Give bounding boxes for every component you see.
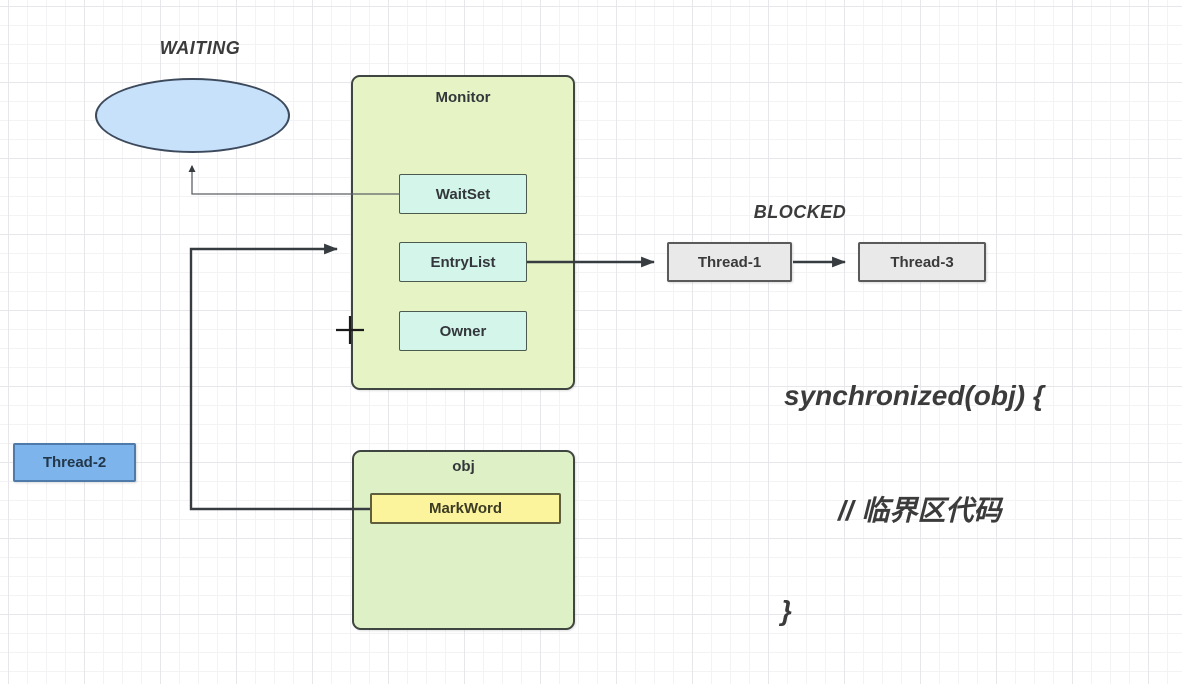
thread-3-node[interactable]: Thread-3 [858, 242, 986, 282]
thread-2-label: Thread-2 [42, 454, 107, 471]
owner-label: Owner [439, 322, 487, 340]
waitset-slot[interactable]: WaitSet [399, 174, 527, 214]
monitor-title: Monitor [435, 89, 491, 106]
thread-1-label: Thread-1 [697, 253, 762, 271]
waiting-state-label: WAITING [159, 38, 241, 58]
code-synchronized-line: synchronized(obj) { [784, 380, 1044, 411]
entrylist-slot[interactable]: EntryList [399, 242, 527, 282]
markword-label: MarkWord [428, 500, 503, 517]
entrylist-label: EntryList [430, 253, 496, 271]
code-closing-brace: } [781, 595, 792, 626]
waitset-label: WaitSet [435, 185, 491, 203]
blocked-state-label: BLOCKED [753, 202, 847, 222]
obj-node[interactable]: obj [352, 450, 575, 630]
owner-slot[interactable]: Owner [399, 311, 527, 351]
markword-field[interactable]: MarkWord [370, 493, 561, 524]
thread-1-node[interactable]: Thread-1 [667, 242, 792, 282]
thread-2-node[interactable]: Thread-2 [13, 443, 136, 482]
code-critical-section-line: // 临界区代码 [838, 495, 1002, 526]
thread-3-label: Thread-3 [890, 253, 954, 271]
obj-title: obj [452, 458, 475, 475]
waiting-state-ellipse[interactable] [95, 78, 290, 153]
arrow-markword-to-monitor [189, 243, 370, 511]
